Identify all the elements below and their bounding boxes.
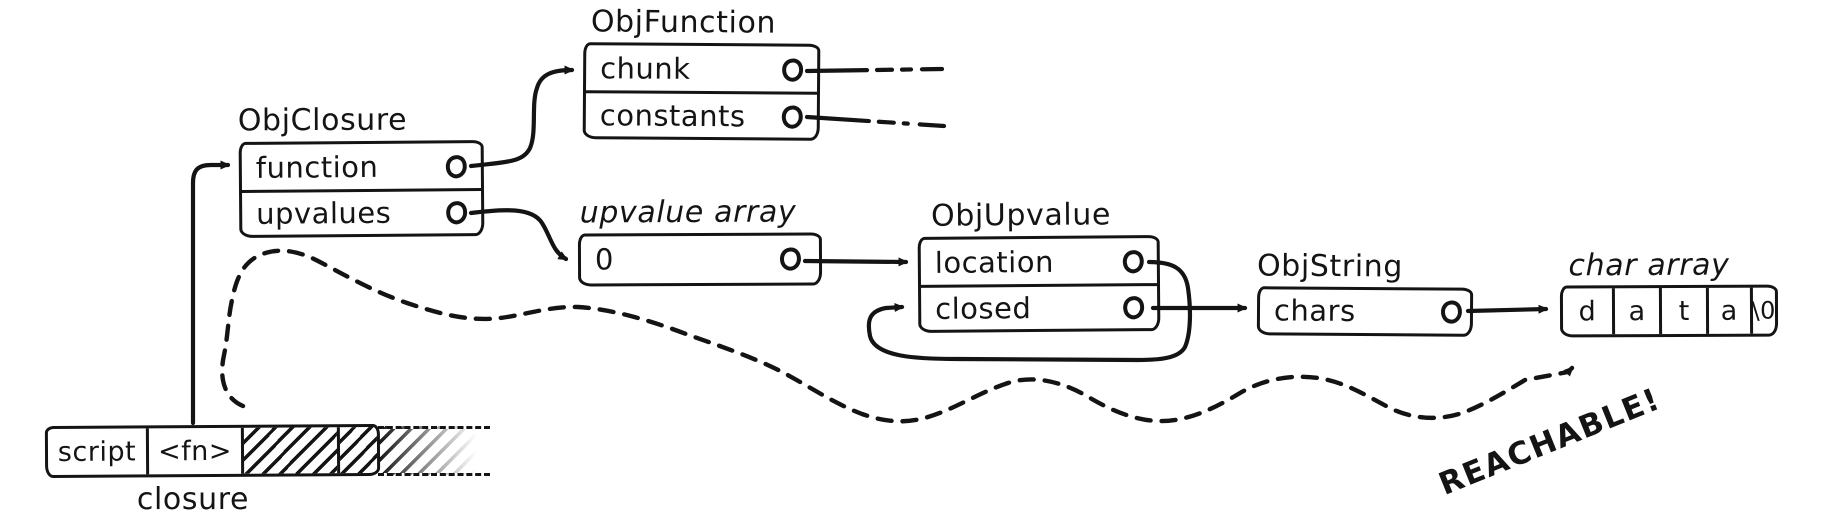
objfunction-title: ObjFunction <box>590 4 777 41</box>
stack-cell-fn: <fn> <box>145 427 242 475</box>
edge-constants-truncated-stub <box>804 114 947 129</box>
pointer-dot-icon <box>444 153 469 180</box>
stack-cell-hatched <box>240 427 338 474</box>
edge-chars-to-char-array <box>1465 304 1549 314</box>
char-array-box: d a t a \0 <box>1559 284 1779 338</box>
field-label: upvalues <box>256 195 392 231</box>
char-cell: a <box>1611 288 1660 335</box>
field-label: constants <box>599 97 746 133</box>
upvalue-array-box: 0 <box>577 232 823 287</box>
char-cell: a <box>1705 287 1750 334</box>
objupvalue-box: location closed <box>917 235 1161 333</box>
objupvalue-closed-row: closed <box>921 283 1158 330</box>
field-label: location <box>934 244 1055 280</box>
edge-function-to-objfunction <box>468 65 575 169</box>
objstring-title: ObjString <box>1256 248 1404 285</box>
upvalue-array-slot0-row: 0 <box>581 235 819 282</box>
upvalue-array-title: upvalue array <box>579 194 797 231</box>
pointer-dot-icon <box>780 103 805 130</box>
objstring-box: chars <box>1256 286 1474 337</box>
objfunction-box: chunk constants <box>582 42 821 141</box>
field-label: closed <box>935 291 1032 326</box>
pointer-dot-icon <box>1121 294 1146 321</box>
field-label: chunk <box>600 50 691 86</box>
edge-upvalues-to-upvalue-array <box>468 208 569 262</box>
vm-stack: script <fn> <box>44 423 381 479</box>
stack-cell-hatched <box>336 426 378 474</box>
objclosure-box: function upvalues <box>238 140 485 238</box>
pointer-dot-icon <box>444 199 469 226</box>
stack-closure-label: closure <box>136 482 250 517</box>
char-array-title: char array <box>1568 247 1730 284</box>
pointer-dot-icon <box>778 246 803 272</box>
edge-stack-to-objclosure <box>190 160 231 426</box>
objclosure-function-row: function <box>242 143 481 190</box>
field-label: function <box>255 149 379 185</box>
stack-dashed-continuation <box>378 426 490 476</box>
char-cell: d <box>1578 295 1597 327</box>
field-label: chars <box>1273 293 1356 328</box>
objclosure-upvalues-row: upvalues <box>242 188 482 235</box>
objclosure-title: ObjClosure <box>237 102 408 139</box>
pointer-dot-icon <box>1121 248 1146 275</box>
objupvalue-title: ObjUpvalue <box>930 197 1112 234</box>
objfunction-constants-row: constants <box>585 90 818 138</box>
reachable-annotation: REACHABLE! <box>1433 381 1666 503</box>
pointer-dot-icon <box>1439 299 1464 325</box>
objupvalue-location-row: location <box>921 238 1157 285</box>
objstring-chars-row: chars <box>1260 289 1470 332</box>
objfunction-chunk-row: chunk <box>586 45 817 92</box>
stack-cell-script: script <box>57 435 137 468</box>
char-cell: t <box>1659 287 1707 335</box>
edge-chunk-truncated-stub <box>804 66 945 74</box>
field-label: 0 <box>594 242 615 277</box>
char-cell-null-terminator: \0 <box>1749 287 1776 334</box>
pointer-dot-icon <box>780 56 805 83</box>
